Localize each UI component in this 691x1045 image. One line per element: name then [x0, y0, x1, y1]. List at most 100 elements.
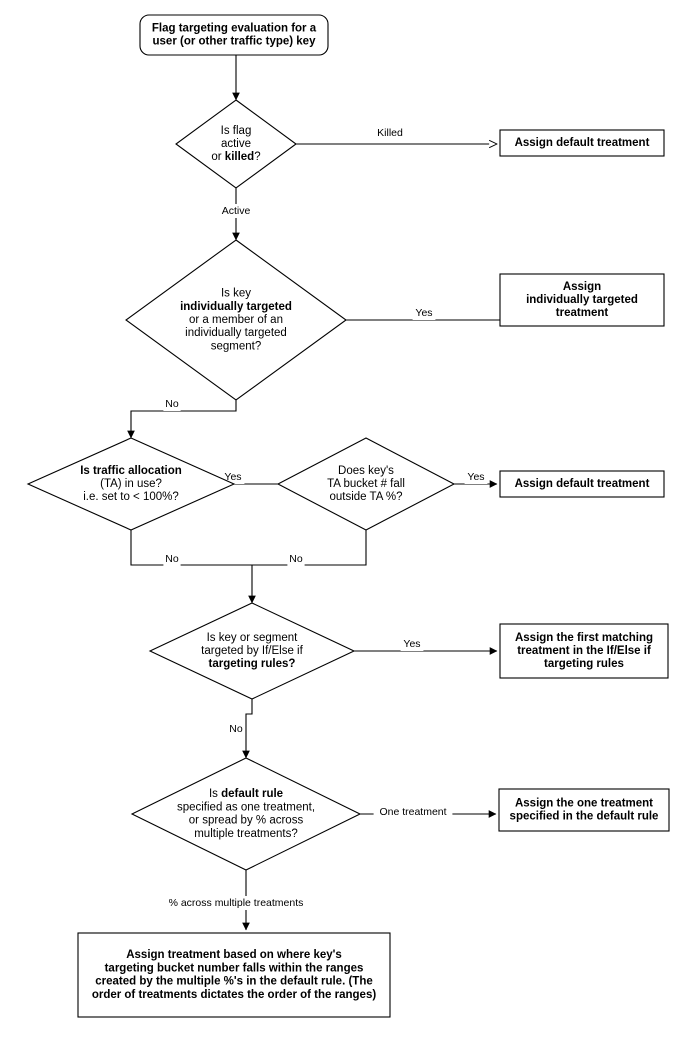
connector-label: Yes [224, 471, 241, 483]
process-box [77, 932, 391, 1018]
node-text-line: individually targeted [185, 327, 287, 339]
decision-diamond [175, 99, 297, 189]
node-text-line: treatment in the If/Else if [517, 645, 651, 657]
node-text-line: treatment [556, 307, 609, 319]
node-start: Flag targeting evaluation for a user (or … [139, 14, 329, 56]
connector-label-backdrop [154, 896, 318, 910]
node-text-line: targeting rules [544, 658, 624, 670]
connector-e-d3-d5: No [130, 530, 252, 566]
connector-label: One treatment [379, 806, 446, 818]
decision-diamond [148, 602, 356, 700]
connector-label: Yes [415, 307, 432, 319]
connector-label-backdrop [163, 552, 181, 566]
connector-label-backdrop [373, 805, 453, 819]
connector-e-d4-p3: Yes [454, 470, 498, 488]
node-text-line: or spread by % across [189, 815, 304, 827]
decision-diamond [276, 437, 456, 531]
connector-label: Killed [377, 127, 403, 139]
connector-e-d1-p1: Killed [296, 126, 497, 144]
node-text-line: targeting rules? [209, 658, 296, 670]
node-text-line: targeting bucket number falls within the… [105, 962, 364, 974]
connector-label-backdrop [370, 126, 410, 140]
node-text-line: Is key or segment [207, 632, 299, 644]
connector-label-backdrop [216, 204, 256, 218]
node-text-line: Does key's [338, 465, 394, 477]
process-box [499, 623, 669, 679]
connector-label: No [165, 398, 179, 410]
terminator-shape [139, 14, 329, 56]
connector-e-d6-p6: % across multiple treatments [154, 870, 318, 931]
node-text-line: segment? [211, 340, 262, 352]
decision-diamond [26, 437, 236, 531]
connector-e-d5-d6: No [227, 699, 253, 759]
node-p3: Assign default treatment [499, 470, 665, 498]
connector-e-d2-d3: No [127, 397, 237, 439]
nodes-layer: Flag targeting evaluation for a user (or … [26, 14, 670, 1018]
node-text-line: outside TA %? [329, 491, 402, 503]
decision-diamond [130, 757, 362, 871]
node-text-line: Assign [563, 281, 601, 293]
node-text-line: multiple treatments? [194, 828, 298, 840]
node-text-line: user (or other traffic type) key [153, 36, 317, 48]
node-text-line: Is default rule [209, 788, 283, 800]
node-text-line: Assign the one treatment [515, 797, 653, 809]
connector-e-d5-p4: Yes [354, 637, 498, 655]
node-p6: Assign treatment based on where key'star… [77, 932, 391, 1018]
node-text-line: TA bucket # fall [327, 478, 405, 490]
node-text-line: order of treatments dictates the order o… [92, 989, 377, 1001]
connector-label: Yes [467, 471, 484, 483]
node-text-line: specified as one treatment, [177, 801, 315, 813]
node-text-line: Assign treatment based on where key's [126, 949, 342, 961]
node-text-line: individually targeted [526, 294, 638, 306]
connector-label-backdrop [163, 397, 181, 411]
connector-line [242, 699, 253, 759]
connector-label-backdrop [400, 637, 424, 651]
node-text-line: Is key [221, 288, 251, 300]
node-text-line: Flag targeting evaluation for a [152, 22, 317, 34]
process-box [499, 273, 665, 327]
process-box [499, 129, 665, 157]
connector-e-d6-p5: One treatment [360, 805, 497, 819]
node-text-line: Assign default treatment [515, 478, 650, 490]
connector-line [248, 530, 367, 604]
node-text-line: Assign the first matching [515, 632, 653, 644]
node-text-line: Is flag [221, 125, 252, 137]
node-p5: Assign the one treatment specified in the… [498, 788, 670, 832]
connector-label: No [165, 553, 179, 565]
node-text-line: individually targeted [180, 301, 292, 313]
node-text-line: specified in the default rule [510, 811, 659, 823]
decision-diamond [125, 239, 347, 401]
connector-e-d1-d2: Active [216, 188, 256, 241]
node-text-line: i.e. set to < 100%? [83, 491, 179, 503]
connector-label: Active [222, 205, 251, 217]
connector-label-backdrop [227, 722, 245, 736]
connector-line [130, 530, 252, 566]
connector-label: % across multiple treatments [169, 897, 304, 909]
connector-e-d2-p2: Yes [346, 306, 500, 321]
process-box [499, 470, 665, 498]
connector-e-d4-d5: No [248, 530, 367, 604]
connector-label-backdrop [412, 306, 436, 320]
connector-label: Yes [403, 638, 420, 650]
node-text-line: created by the multiple %'s in the defau… [95, 976, 373, 988]
process-box [498, 788, 670, 832]
node-text-line: Assign default treatment [515, 137, 650, 149]
connector-label: No [289, 553, 303, 565]
node-p1: Assign default treatment [499, 129, 665, 157]
connector-label-backdrop [287, 552, 305, 566]
node-text-line: targeted by If/Else if [201, 645, 303, 657]
node-d3: Is traffic allocation(TA) in use?i.e. se… [26, 437, 236, 531]
node-text-line: or a member of an [189, 314, 283, 326]
node-text-line: active [221, 138, 251, 150]
connector-label: No [229, 723, 243, 735]
connector-line [127, 400, 237, 439]
node-text-line: Is traffic allocation [80, 465, 182, 477]
